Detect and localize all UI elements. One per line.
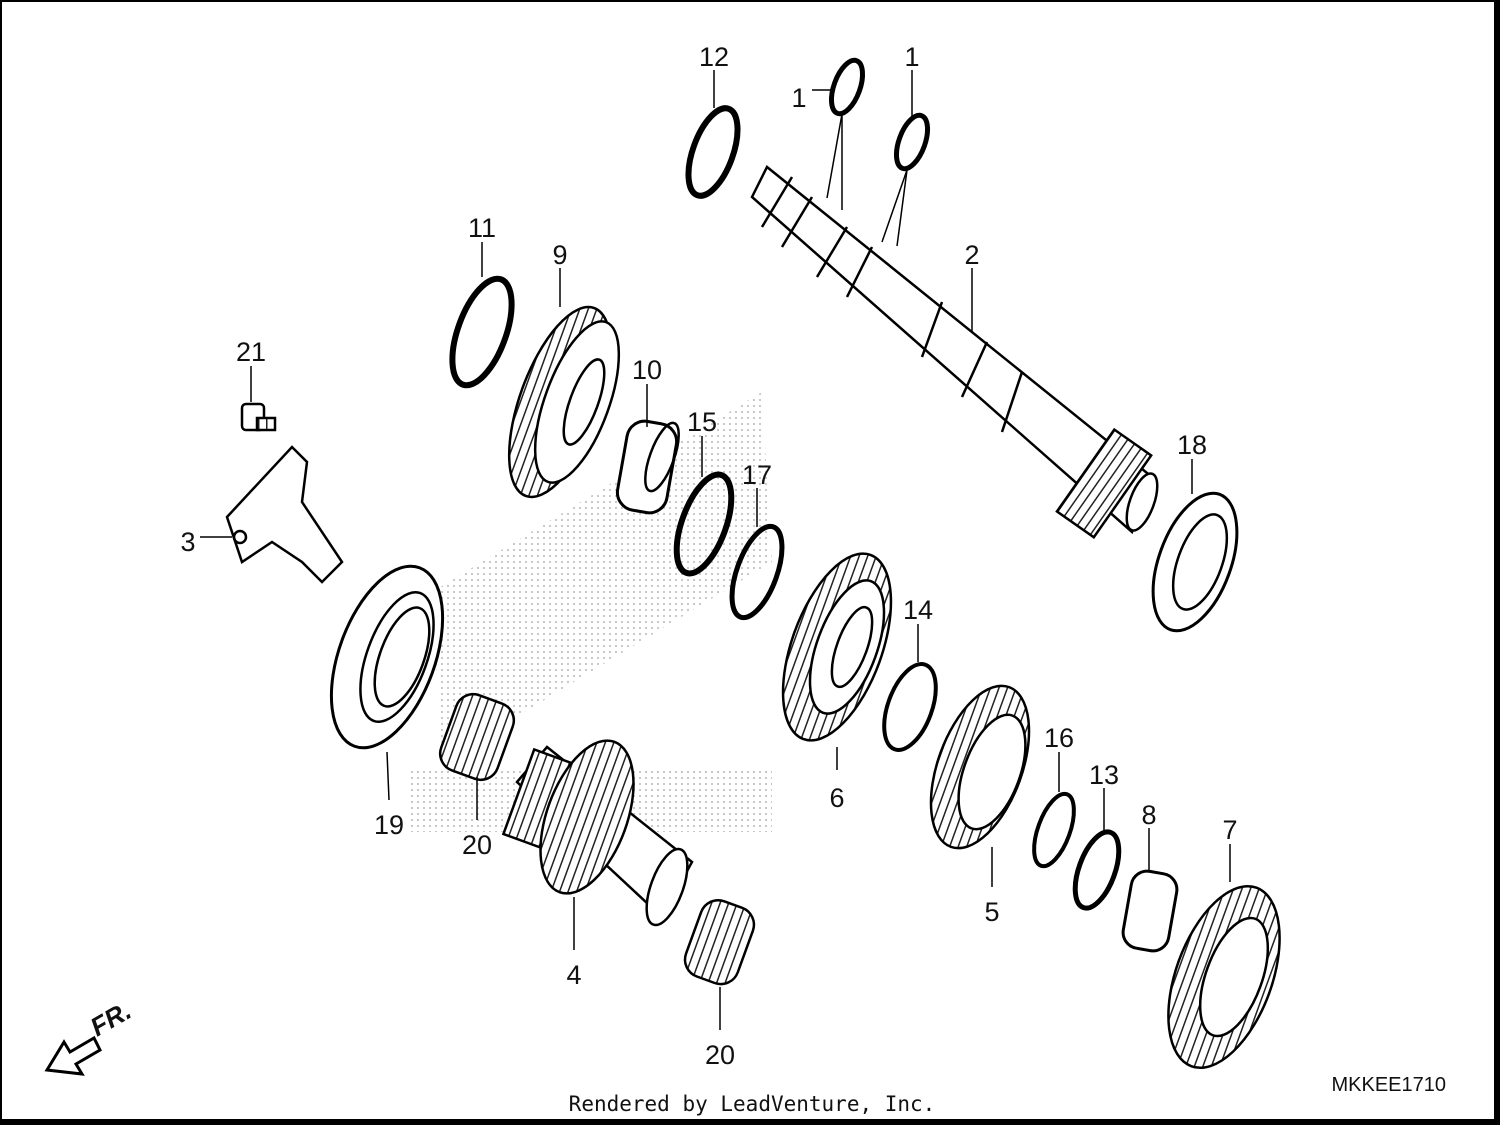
callout-c7[interactable]: 7 xyxy=(1222,815,1237,845)
callout-c20b[interactable]: 20 xyxy=(705,1040,735,1070)
callout-c11[interactable]: 11 xyxy=(468,213,496,243)
part-9-gear[interactable] xyxy=(488,294,636,509)
part-18-bearing[interactable] xyxy=(1137,482,1254,642)
callout-c13[interactable]: 13 xyxy=(1089,760,1119,790)
part-21-bolt[interactable] xyxy=(240,402,277,432)
part-12-thrust-washer[interactable] xyxy=(678,102,747,202)
callout-c15[interactable]: 15 xyxy=(687,407,717,437)
front-direction-label: FR. xyxy=(85,995,136,1042)
part-20-needle-bearing-a[interactable] xyxy=(435,689,519,785)
callout-c14[interactable]: 14 xyxy=(903,595,933,625)
part-14-lock-washer[interactable] xyxy=(874,657,946,757)
part-10-collar[interactable] xyxy=(615,418,686,515)
callout-c16[interactable]: 16 xyxy=(1044,723,1074,753)
front-direction-arrow-icon: FR. xyxy=(44,995,136,1076)
part-1-seal-ring-b[interactable] xyxy=(890,111,934,173)
callout-c17[interactable]: 17 xyxy=(742,460,772,490)
callout-c2[interactable]: 2 xyxy=(964,240,979,270)
part-6-gear[interactable] xyxy=(761,540,913,755)
diagram-code: MKKEE1710 xyxy=(1331,1074,1446,1096)
part-3-plate[interactable] xyxy=(225,445,344,584)
part-17-circlip[interactable] xyxy=(722,520,792,624)
part-5-gear[interactable] xyxy=(911,673,1048,861)
part-19-bearing[interactable] xyxy=(309,551,464,762)
callout-c12[interactable]: 12 xyxy=(699,42,729,72)
render-credit: Rendered by LeadVenture, Inc. xyxy=(568,1092,936,1116)
callout-c9[interactable]: 9 xyxy=(552,240,567,270)
callout-c6[interactable]: 6 xyxy=(829,783,844,813)
part-4-gear-shaft[interactable] xyxy=(501,728,695,930)
callout-c8[interactable]: 8 xyxy=(1141,800,1156,830)
callout-c4[interactable]: 4 xyxy=(566,960,581,990)
part-15-washer[interactable] xyxy=(666,468,743,581)
part-7-gear[interactable] xyxy=(1146,871,1301,1082)
callout-c20a[interactable]: 20 xyxy=(462,830,492,860)
part-2-shaft[interactable] xyxy=(750,165,1164,540)
part-16-circlip[interactable] xyxy=(1026,789,1082,871)
callout-c3[interactable]: 3 xyxy=(180,527,195,557)
callout-c21[interactable]: 21 xyxy=(236,337,266,367)
part-8-collar[interactable] xyxy=(1121,869,1180,954)
leader-lines xyxy=(200,70,1231,1030)
callout-c1a[interactable]: 1 xyxy=(791,83,806,113)
callout-c19[interactable]: 19 xyxy=(374,810,404,840)
part-20-needle-bearing-b[interactable] xyxy=(680,895,759,989)
callout-c10[interactable]: 10 xyxy=(632,355,662,385)
callout-c5[interactable]: 5 xyxy=(984,897,999,927)
callout-c18[interactable]: 18 xyxy=(1177,430,1207,460)
part-11-washer[interactable] xyxy=(440,271,523,393)
part-13-washer[interactable] xyxy=(1066,826,1127,913)
callout-c1b[interactable]: 1 xyxy=(904,42,919,72)
part-1-seal-ring-a[interactable] xyxy=(825,56,869,118)
